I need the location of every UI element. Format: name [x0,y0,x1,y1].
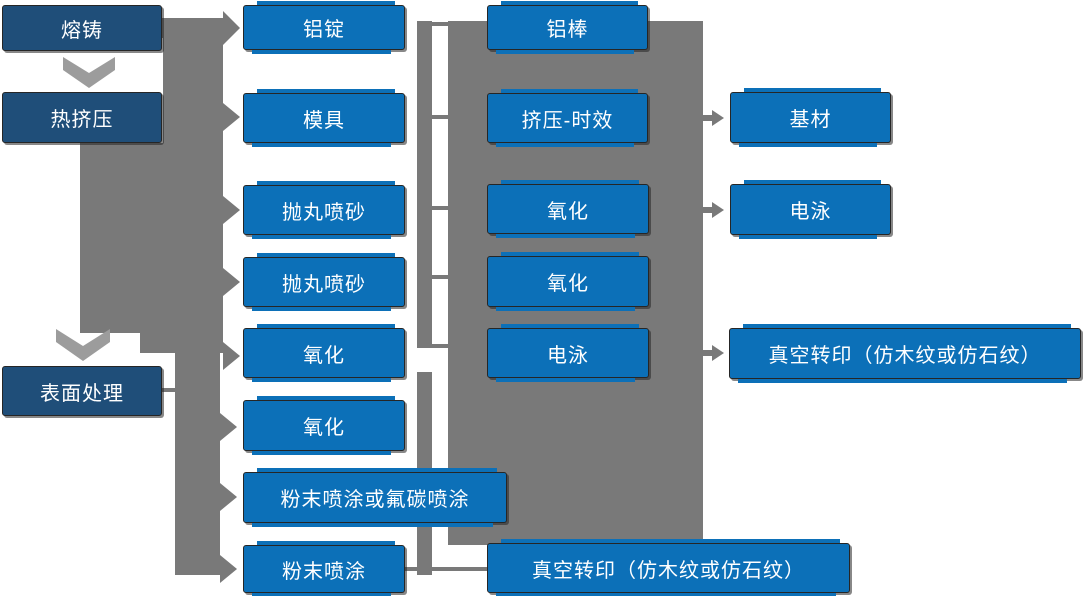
node-label: 真空转印（仿木纹或仿石纹） [532,559,805,582]
node-powder-or-fluorocarbon-coating: 粉末喷涂或氟碳喷涂 [243,468,507,527]
arrowhead-to-powder-or-fluorocarbon [220,483,237,511]
connector-left-trunk-step [140,333,223,353]
node-vacuum-transfer-print-2: 真空转印（仿木纹或仿石纹） [729,324,1081,383]
connector-to-vacuum-transfer-1 [432,567,487,571]
node-label: 粉末喷涂或氟碳喷涂 [280,489,470,511]
arrowhead-to-electrophoresis-2 [712,202,724,218]
node-oxidation-2: 氧化 [243,396,405,455]
connector-surface-treatment-link [162,388,175,392]
connector-left-trunk-bottom [175,353,220,575]
node-label: 氧化 [303,344,345,367]
node-label: 表面处理 [40,382,124,405]
node-label: 电泳 [789,201,832,223]
node-oxidation-3: 氧化 [487,180,649,238]
node-label: 抛丸喷砂 [282,273,366,296]
arrowhead-to-shot-blasting-2 [223,268,240,296]
node-aluminum-ingot: 铝锭 [243,1,405,54]
node-oxidation-1: 氧化 [243,324,405,382]
arrowhead-to-powder-coating [220,555,237,583]
connector-left-trunk-top [163,18,223,143]
node-powder-coating: 粉末喷涂 [243,541,405,596]
arrowhead-to-base-material [712,110,724,126]
node-label: 挤压-时效 [521,109,614,132]
arrowhead-to-mold [223,103,240,131]
connector-to-vacuum-transfer-2-shaft [703,350,712,356]
node-mold: 模具 [243,89,405,147]
arrowhead-to-vacuum-transfer-2 [712,345,724,361]
arrowhead-to-oxidation-2 [220,413,237,441]
connector-to-electrophoresis-2-shaft [703,207,712,213]
node-label: 真空转印（仿木纹或仿石纹） [768,345,1042,367]
connector-middle-bar-upper [417,21,432,348]
node-electrophoresis-1: 电泳 [487,324,649,382]
node-label: 粉末喷涂 [282,560,366,583]
node-label: 模具 [303,109,345,132]
node-surface-treatment: 表面处理 [2,366,162,416]
node-shot-blasting-2: 抛丸喷砂 [243,253,405,311]
connector-tick-row5 [432,344,449,348]
down-arrow-icon-melting-to-hot-extrusion [63,57,115,88]
node-electrophoresis-2: 电泳 [730,180,891,239]
connector-tick-row4 [432,275,449,279]
down-arrow-icon-to-surface-treatment [56,329,110,361]
connector-tick-row2 [432,115,449,119]
arrowhead-to-shot-blasting-1 [223,196,240,224]
node-label: 铝棒 [546,19,589,41]
node-shot-blasting-1: 抛丸喷砂 [243,181,405,239]
node-label: 氧化 [303,417,345,439]
node-melting-casting: 熔铸 [2,5,162,51]
connector-tick-row3 [432,206,449,210]
node-aluminum-rod: 铝棒 [487,1,648,54]
arrowhead-to-oxidation-1 [223,342,240,370]
node-label: 基材 [789,109,832,131]
connector-tick-row1 [432,22,449,26]
node-base-material: 基材 [730,88,891,147]
node-label: 电泳 [547,344,589,367]
arrowhead-to-aluminum-ingot [223,11,240,45]
node-hot-extrusion: 热挤压 [2,92,162,143]
node-label: 热挤压 [50,109,114,131]
node-vacuum-transfer-print-1: 真空转印（仿木纹或仿石纹） [487,539,850,596]
connector-powder-coating-link [405,567,417,571]
node-label: 氧化 [547,200,589,223]
connector-to-base-material-shaft [703,115,712,121]
node-extrusion-aging: 挤压-时效 [487,89,648,147]
connector-left-trunk-block [80,143,223,333]
node-label: 氧化 [547,273,589,295]
node-label: 铝锭 [303,19,345,41]
node-oxidation-4: 氧化 [487,252,649,311]
node-label: 抛丸喷砂 [282,201,366,224]
node-label: 熔铸 [61,19,103,42]
